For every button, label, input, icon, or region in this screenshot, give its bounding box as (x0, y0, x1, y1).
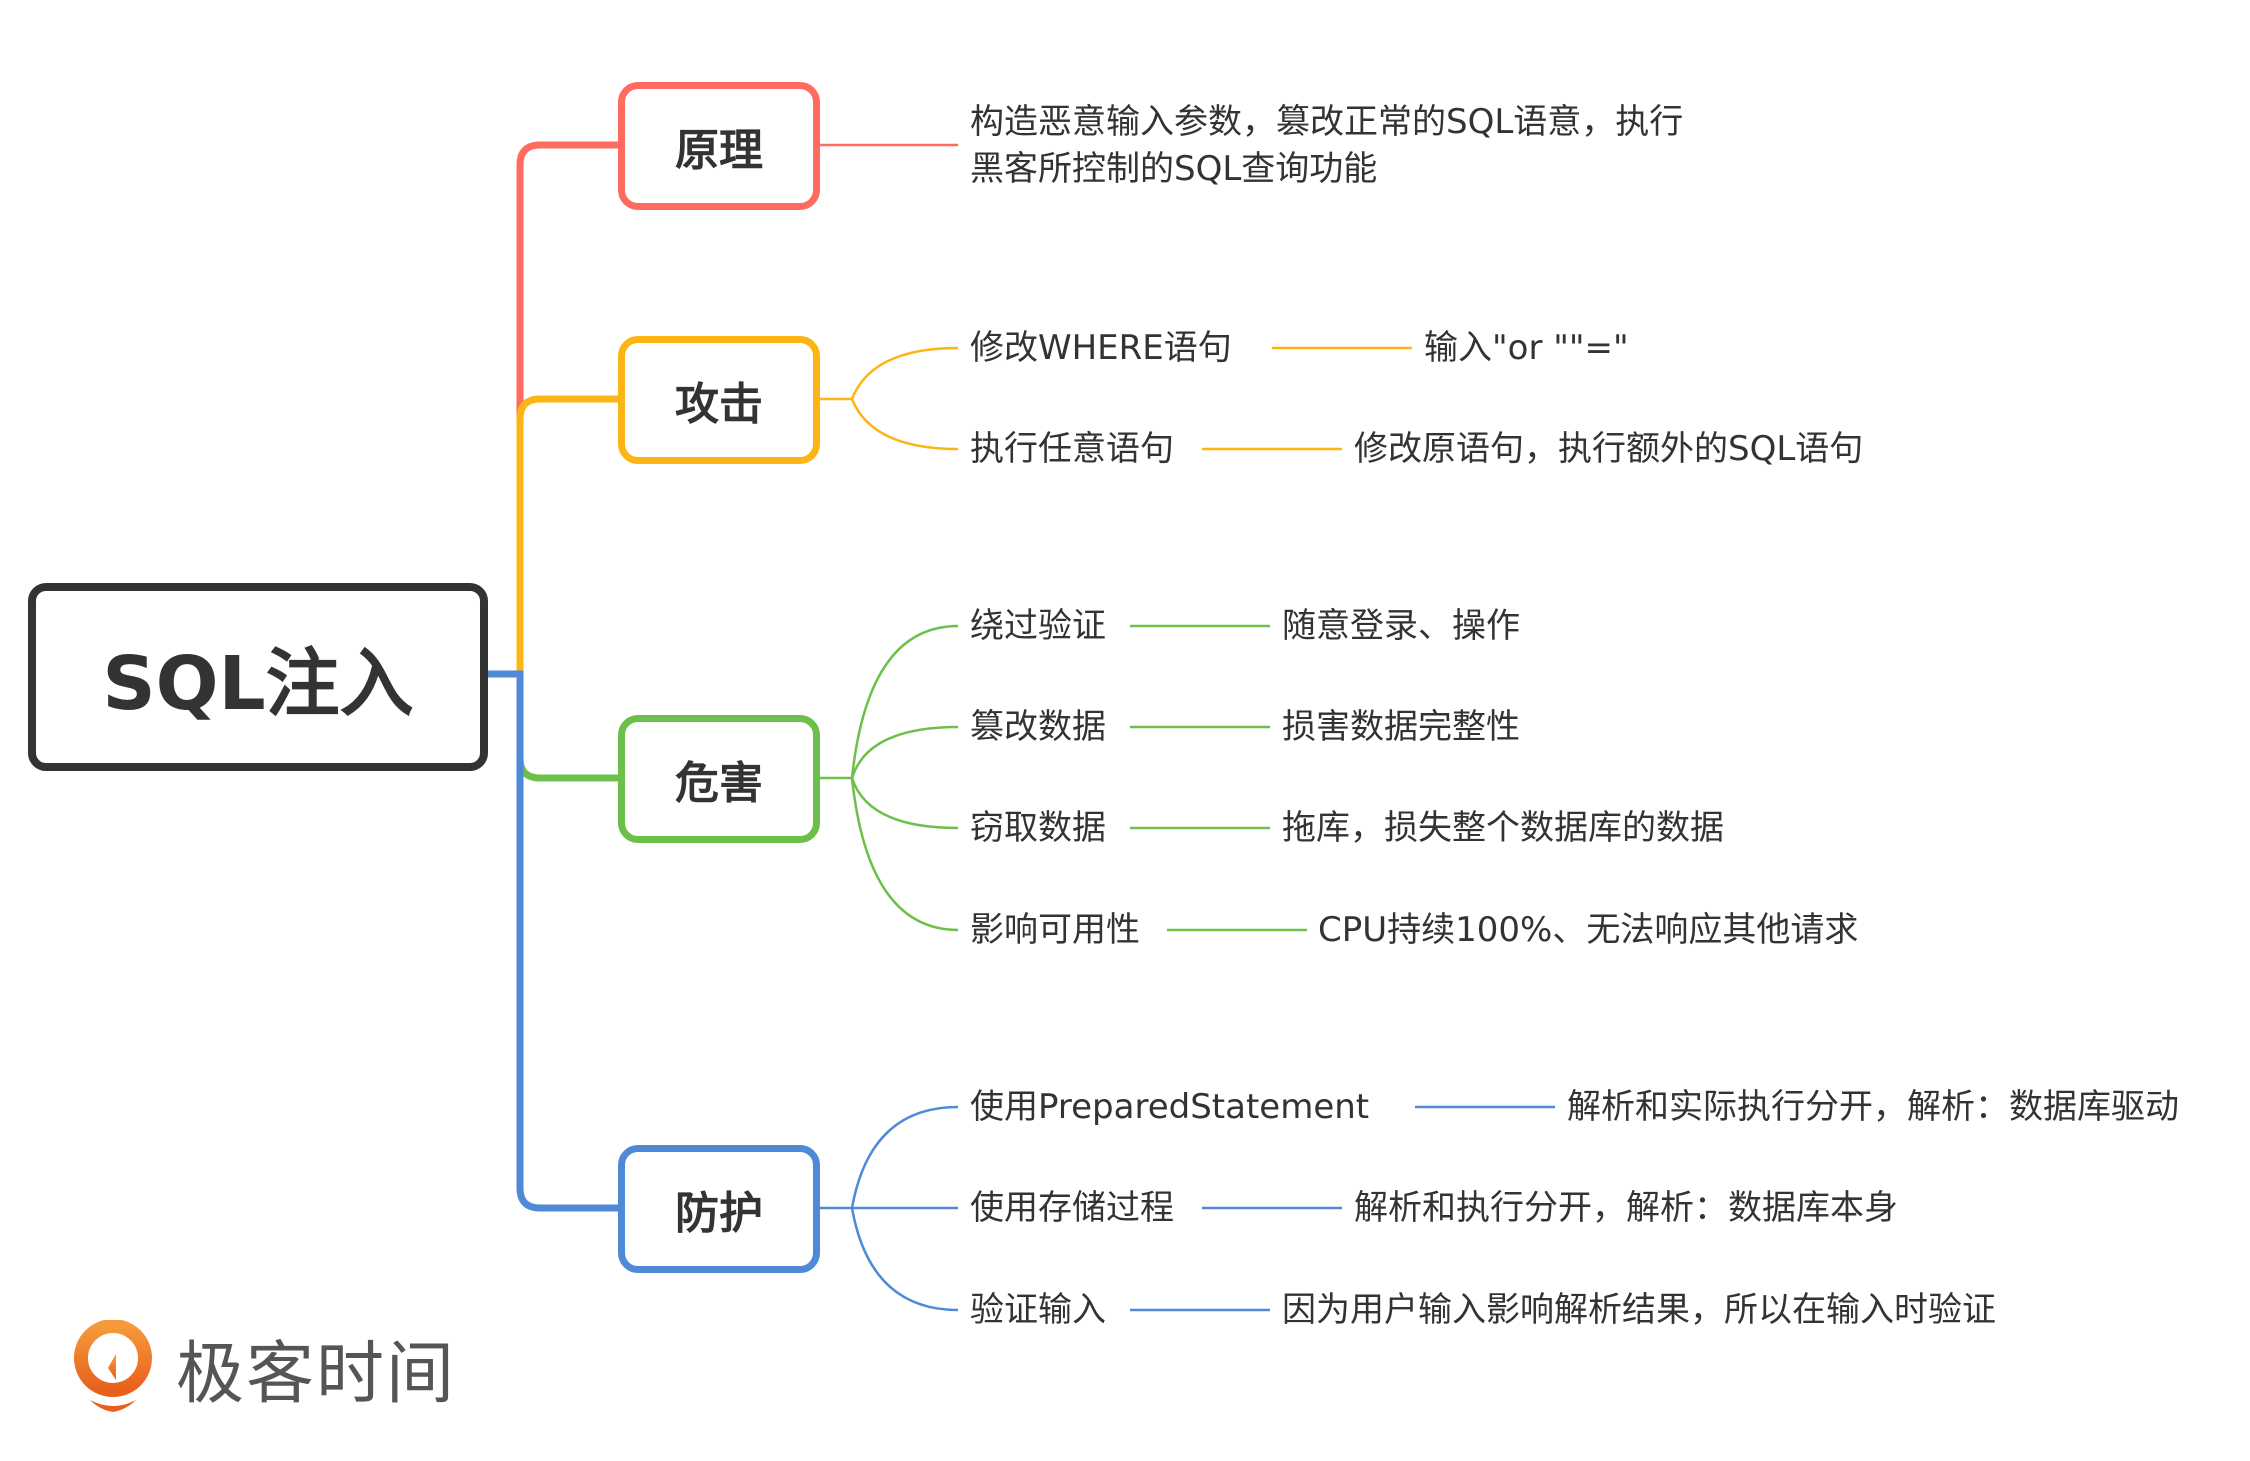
branch-attack[interactable]: 攻击 (618, 336, 820, 464)
connector-root-harm (516, 676, 620, 782)
attack-item-2[interactable]: 执行任意语句 (970, 429, 1174, 469)
harm-item-3-detail[interactable]: 拖库，损失整个数据库的数据 (1282, 808, 1724, 848)
harm-children-connectors (820, 624, 1307, 932)
connector-root-attack (516, 395, 620, 676)
principle-text-line1[interactable]: 构造恶意输入参数，篡改正常的SQL语意，执行 (970, 102, 1684, 142)
root-node[interactable]: SQL注入 (28, 583, 488, 771)
protect-item-3[interactable]: 验证输入 (970, 1290, 1106, 1330)
harm-item-2[interactable]: 篡改数据 (970, 707, 1106, 747)
attack-children-connectors (820, 346, 1412, 451)
harm-item-3[interactable]: 窃取数据 (970, 808, 1106, 848)
connector-attack-2 (850, 398, 959, 451)
root-label: SQL注入 (102, 640, 414, 727)
connector-attack-1 (850, 346, 959, 400)
harm-item-1[interactable]: 绕过验证 (970, 606, 1106, 646)
geektime-logo-text: 极客时间 (176, 1335, 457, 1414)
harm-item-4[interactable]: 影响可用性 (970, 910, 1140, 950)
connector-root-principle (516, 141, 620, 676)
harm-item-2-detail[interactable]: 损害数据完整性 (1282, 707, 1520, 747)
branch-protect[interactable]: 防护 (618, 1145, 820, 1273)
protect-item-2[interactable]: 使用存储过程 (970, 1188, 1174, 1228)
branch-harm[interactable]: 危害 (618, 715, 820, 843)
protect-item-3-detail[interactable]: 因为用户输入影响解析结果，所以在输入时验证 (1282, 1290, 1996, 1330)
protect-children-connectors (820, 1105, 1555, 1312)
branch-protect-label: 防护 (675, 1188, 763, 1239)
branch-principle[interactable]: 原理 (618, 82, 820, 210)
connector-harm-3 (850, 777, 959, 830)
branch-principle-label: 原理 (675, 125, 763, 176)
geektime-logo-icon (74, 1319, 152, 1412)
branch-harm-label: 危害 (675, 758, 763, 809)
connector-harm-4 (850, 777, 959, 932)
branch-attack-label: 攻击 (675, 379, 763, 430)
attack-item-1-detail[interactable]: 输入"or ""=" (1424, 328, 1629, 368)
connector-protect-1 (850, 1105, 959, 1209)
protect-item-2-detail[interactable]: 解析和执行分开，解析：数据库本身 (1354, 1188, 1898, 1228)
protect-item-1-detail[interactable]: 解析和实际执行分开，解析：数据库驱动 (1567, 1087, 2179, 1127)
connector-harm-2 (850, 725, 959, 779)
attack-item-1[interactable]: 修改WHERE语句 (970, 328, 1232, 368)
harm-item-1-detail[interactable]: 随意登录、操作 (1282, 606, 1520, 646)
connector-harm-1 (850, 624, 959, 779)
connector-root-protect (488, 670, 620, 1212)
harm-item-4-detail[interactable]: CPU持续100%、无法响应其他请求 (1318, 910, 1859, 950)
principle-text-line2[interactable]: 黑客所控制的SQL查询功能 (970, 149, 1378, 189)
connector-protect-3 (850, 1207, 959, 1312)
geektime-logo: 极客时间 (72, 1318, 456, 1417)
attack-item-2-detail[interactable]: 修改原语句，执行额外的SQL语句 (1354, 429, 1864, 469)
protect-item-1[interactable]: 使用PreparedStatement (970, 1087, 1370, 1127)
